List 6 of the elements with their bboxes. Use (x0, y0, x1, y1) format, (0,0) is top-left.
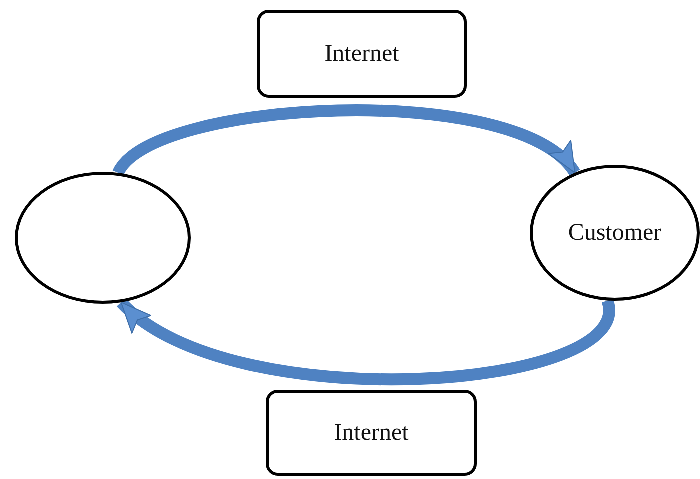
node-label: Customer (568, 220, 662, 246)
rounded-box (257, 10, 467, 98)
node-label: Internet (324, 40, 400, 68)
rounded-box (266, 390, 477, 476)
curved-arrow (114, 104, 580, 178)
node-label: Internet (334, 420, 409, 446)
